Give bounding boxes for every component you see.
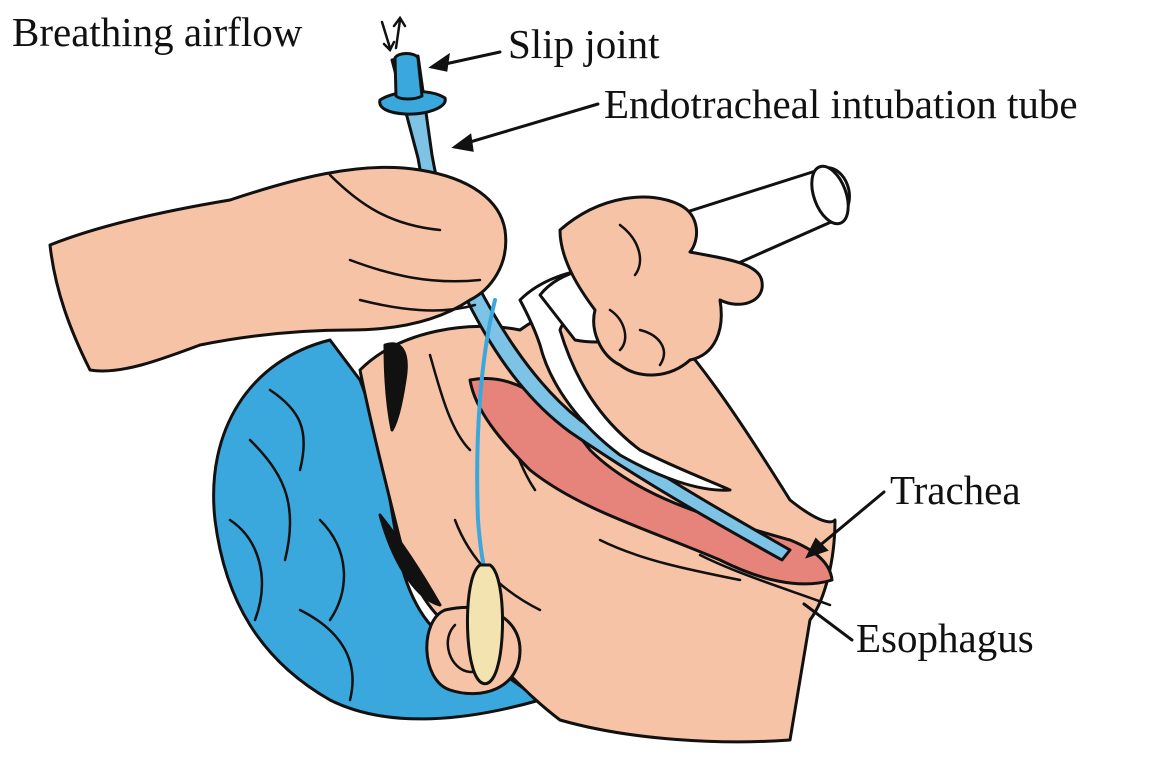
endotracheal-tube-label: Endotracheal intubation tube bbox=[604, 84, 1078, 125]
slip-joint bbox=[395, 54, 422, 100]
slip-joint-label: Slip joint bbox=[508, 24, 660, 65]
esophagus-leader bbox=[804, 604, 852, 640]
pilot-balloon bbox=[467, 565, 502, 684]
trachea-label: Trachea bbox=[890, 470, 1021, 511]
tube-leader bbox=[460, 104, 598, 145]
slip-joint-arrowhead bbox=[432, 56, 448, 70]
airflow-arrows-icon bbox=[382, 18, 405, 50]
tube-arrowhead bbox=[455, 136, 472, 150]
breathing-airflow-label: Breathing airflow bbox=[12, 12, 302, 53]
esophagus-label: Esophagus bbox=[856, 618, 1034, 659]
